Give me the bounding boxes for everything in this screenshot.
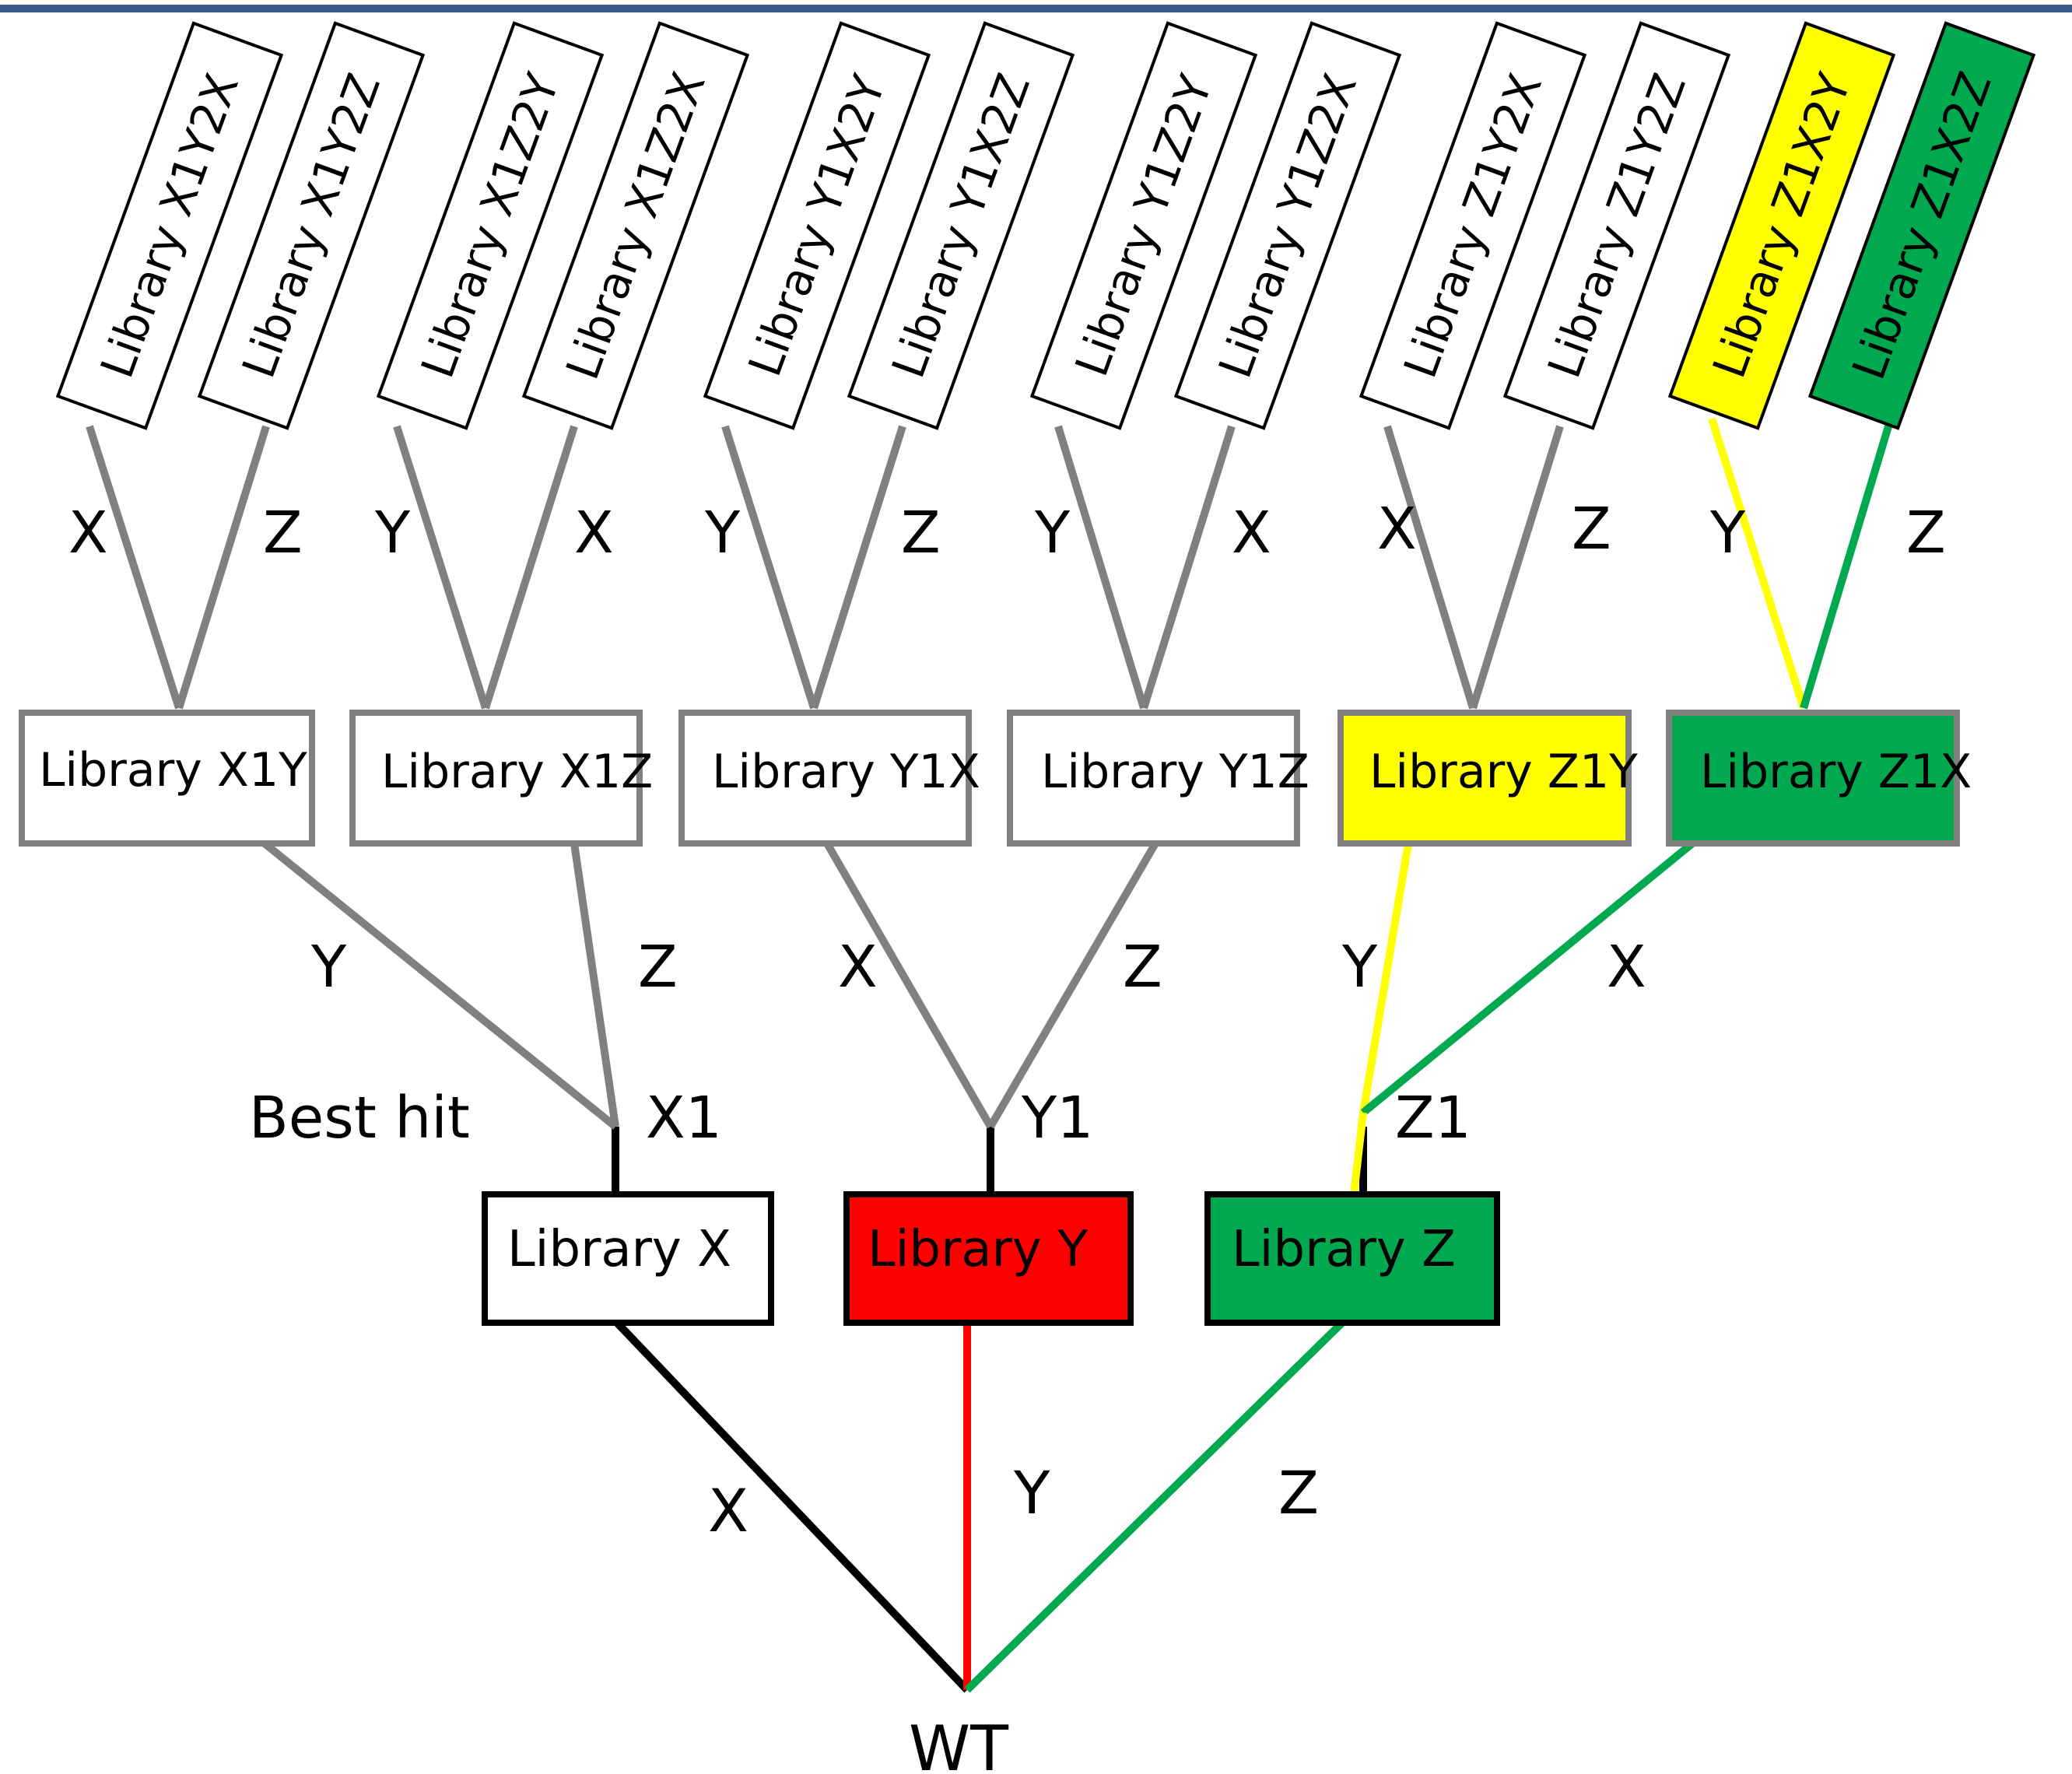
box-label-library-x: Library X: [507, 1221, 731, 1278]
branch-label-z: Z: [1278, 1458, 1319, 1527]
branch-label-library-x1y2x: X: [68, 500, 108, 566]
branch-label-library-x1z2y: Y: [374, 500, 411, 566]
branch-label-y1z: Z: [1123, 934, 1162, 1001]
box-label-library-y: Library Y: [868, 1221, 1089, 1278]
edge-library-z1x2y: [1708, 417, 1807, 710]
box-library-z1y: [1338, 710, 1632, 847]
box-library-y: [843, 1191, 1134, 1326]
branch-label-y: Y: [1013, 1458, 1050, 1527]
edges-layer: [86, 417, 1895, 1693]
box-frame-library-z1y2x: [1359, 21, 1587, 430]
branch-label-library-x1y2z: Z: [263, 500, 303, 566]
edge-library-z1x: [1360, 840, 1695, 1116]
edge-library-y1x2z: [810, 425, 906, 710]
branch-label-x1z: Z: [638, 934, 678, 1001]
edge-library-z1x2z: [1800, 417, 1895, 710]
box-frame-library-z1x2z: [1807, 21, 2036, 430]
branch-label-y1x: X: [838, 934, 878, 1001]
edge-library-x1y: [261, 840, 619, 1130]
box-library-z1x: [1666, 710, 1960, 847]
edge-z1-to-library-z: [1350, 1112, 1367, 1195]
edge-library-y1z2x: [1140, 425, 1236, 710]
hit-label-x1: X1: [646, 1085, 722, 1152]
edge-library-z1y2x: [1383, 425, 1477, 710]
box-label-library-y1x: Library Y1X: [712, 745, 980, 799]
edge-library-y1x2y: [721, 425, 818, 710]
box-frame-library-x1z2y: [376, 21, 605, 430]
branch-label-z1x: X: [1607, 934, 1646, 1001]
edge-wt-library-z: [964, 1320, 1345, 1693]
branch-label-library-z1x2z: Z: [1906, 500, 1946, 566]
box-library-x: [482, 1191, 774, 1326]
box-frame-library-z1x2y: [1667, 21, 1896, 430]
box-frame-library-y1x2z: [847, 21, 1075, 430]
box-label-library-x1z: Library X1Z: [381, 745, 653, 799]
edge-wt-library-x: [614, 1320, 970, 1693]
edge-library-x1y2x: [86, 425, 183, 710]
box-frame-library-y1z2y: [1029, 21, 1258, 430]
branch-label-library-x1z2x: X: [574, 500, 614, 566]
box-frame-library-x1y2x: [55, 21, 284, 430]
box-frame-library-y1z2x: [1173, 21, 1402, 430]
box-frame-library-x1y2z: [197, 21, 426, 430]
branch-label-library-y1z2y: Y: [1034, 500, 1071, 566]
hit-label-z1: Z1: [1395, 1085, 1471, 1152]
edge-library-z1y: [1359, 843, 1412, 1113]
hit-label-y1: Y1: [1021, 1085, 1093, 1152]
branch-label-x1y: Y: [310, 934, 347, 1001]
box-library-y1z: [1007, 710, 1300, 847]
box-frame-library-z1y2z: [1502, 21, 1731, 430]
branch-label-library-z1y2z: Z: [1572, 496, 1611, 563]
box-label-library-z1y: Library Z1Y: [1369, 745, 1638, 799]
edge-library-x1z2y: [393, 425, 489, 710]
box-library-x1z: [349, 710, 643, 847]
edge-library-x1z2x: [482, 425, 578, 710]
branch-label-x: X: [708, 1476, 749, 1545]
best-hit-label: Best hit: [249, 1085, 470, 1152]
branch-label-library-y1x2z: Z: [901, 500, 941, 566]
edge-library-y1z2y: [1054, 425, 1148, 710]
box-label-library-z: Library Z: [1232, 1221, 1456, 1278]
box-label-library-x1y: Library X1Y: [39, 743, 307, 798]
edge-library-y1z: [987, 841, 1159, 1129]
box-library-x1y: [19, 710, 315, 847]
branch-label-library-y1x2y: Y: [704, 500, 741, 566]
root-label-wt: WT: [909, 1713, 1009, 1770]
box-frame-library-x1z2x: [521, 21, 750, 430]
edge-library-x1y2z: [175, 425, 270, 710]
branch-label-library-z1y2x: X: [1377, 496, 1417, 563]
edge-library-y1x: [823, 841, 994, 1129]
box-library-z: [1204, 1191, 1500, 1326]
branch-label-z1y: Y: [1341, 934, 1378, 1001]
box-frame-library-y1x2y: [703, 21, 931, 430]
branch-label-library-y1z2x: X: [1232, 500, 1271, 566]
box-label-library-z1x: Library Z1X: [1700, 745, 1972, 799]
box-label-library-y1z: Library Y1Z: [1041, 745, 1309, 799]
edge-library-z1y2z: [1469, 425, 1564, 710]
top-rule: [0, 5, 2072, 12]
branch-label-library-z1x2y: Y: [1709, 500, 1746, 566]
edge-library-x1z: [570, 843, 619, 1127]
box-library-y1x: [678, 710, 972, 847]
